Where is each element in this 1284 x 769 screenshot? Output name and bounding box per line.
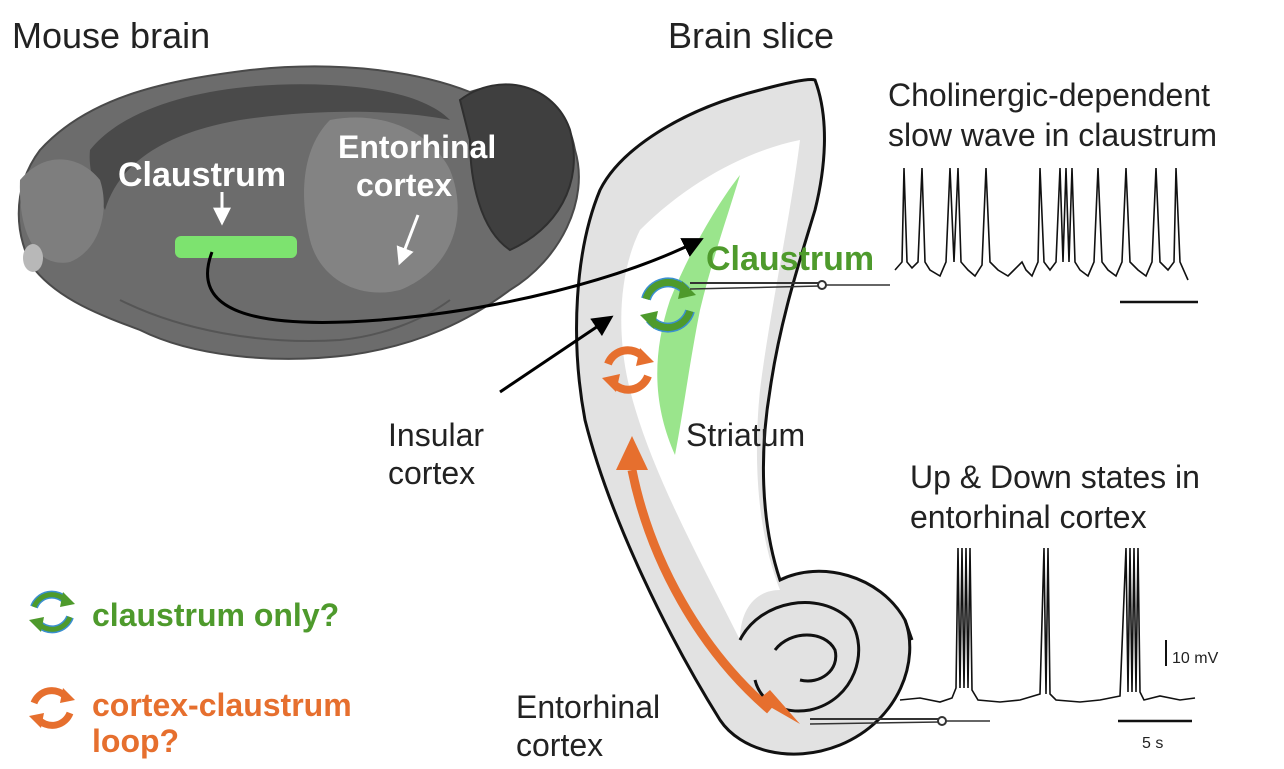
brain-claustrum-label: Claustrum (118, 156, 286, 194)
legend-loop-line2: loop? (92, 723, 179, 759)
legend-orange-cycle-icon (29, 688, 75, 728)
slice-insular-label-line1: Insular (388, 417, 484, 453)
slice-insular-label-line2: cortex (388, 455, 475, 491)
brain-slice-title: Brain slice (668, 15, 834, 56)
legend-loop-line1: cortex-claustrum (92, 687, 352, 723)
legend-green-cycle-icon (29, 592, 75, 632)
claustrum-slow-wave-trace (895, 168, 1188, 280)
slice-entorhinal-label-line1: Entorhinal (516, 689, 660, 725)
slice-claustrum-label: Claustrum (706, 240, 874, 278)
time-scale-label: 5 s (1142, 735, 1163, 752)
slice-entorhinal-label-line2: cortex (516, 727, 603, 763)
entorhinal-trace-title-line1: Up & Down states in (910, 459, 1200, 495)
mouse-brain-illustration (19, 66, 579, 358)
entorhinal-trace-title-line2: entorhinal cortex (910, 499, 1147, 535)
brain-entorhinal-label-line1: Entorhinal (338, 129, 496, 165)
slice-striatum-label: Striatum (686, 417, 805, 453)
voltage-scale-label: 10 mV (1172, 650, 1219, 667)
brain-entorhinal-label-line2: cortex (356, 167, 452, 203)
claustrum-trace-title-line2: slow wave in claustrum (888, 117, 1217, 153)
entorhinal-up-down-trace (900, 548, 1195, 702)
mouse-brain-title: Mouse brain (12, 15, 210, 56)
claustrum-highlight (175, 236, 297, 258)
legend-claustrum-only: claustrum only? (92, 597, 339, 633)
claustrum-trace-title-line1: Cholinergic-dependent (888, 77, 1210, 113)
